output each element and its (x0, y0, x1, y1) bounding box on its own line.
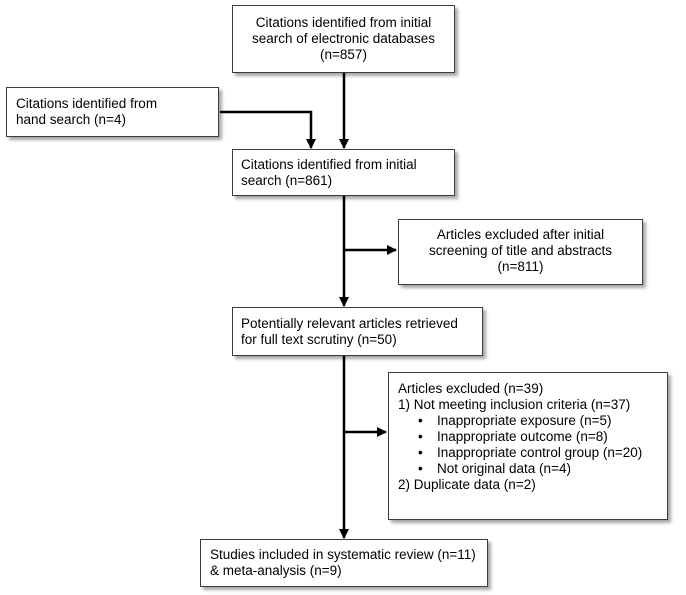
hand-search-box: Citations identified from hand search (n… (6, 87, 219, 137)
initial-search-line-1: Citations identified from initial (241, 157, 417, 172)
hand-search-line-1: Citations identified from (16, 96, 158, 111)
included-studies-box: Studies included in systematic review (n… (200, 539, 488, 587)
initial-search-box: Citations identified from initial search… (232, 149, 455, 196)
exclusion-sub-reason: Inappropriate control group (n=20) (398, 445, 667, 461)
database-search-line-1: Citations identified from initial (255, 15, 432, 30)
included-studies-line-1: Studies included in systematic review (n… (210, 547, 476, 562)
initial-search-line-2: search (n=861) (241, 173, 333, 188)
exclusion-sub-reasons: Inappropriate exposure (n=5) Inappropria… (398, 413, 667, 477)
database-search-box: Citations identified from initial search… (232, 5, 455, 73)
exclusion-sub-reason: Inappropriate exposure (n=5) (398, 413, 667, 429)
excluded-screening-box: Articles excluded after initial screenin… (398, 219, 643, 285)
full-text-line-2: for full text scrutiny (n=50) (241, 332, 397, 347)
included-studies-line-2: & meta-analysis (n=9) (210, 563, 342, 578)
exclusion-sub-reason: Not original data (n=4) (398, 461, 667, 477)
arrow-hand-to-initial (220, 110, 316, 149)
exclusion-sub-reason: Inappropriate outcome (n=8) (398, 429, 667, 445)
excluded-screening-count: (n=811) (497, 259, 544, 274)
database-search-count: (n=857) (320, 47, 367, 62)
excluded-full-text-title: Articles excluded (n=39) (398, 381, 544, 396)
exclusion-reason-2: 2) Duplicate data (n=2) (398, 477, 536, 492)
excluded-screening-line-1: Articles excluded after initial (436, 227, 605, 242)
excluded-full-text-box: Articles excluded (n=39) 1) Not meeting … (388, 372, 668, 520)
full-text-box: Potentially relevant articles retrieved … (232, 307, 483, 356)
exclusion-reason-1: 1) Not meeting inclusion criteria (n=37) (398, 397, 631, 412)
excluded-screening-line-2: screening of title and abstracts (428, 243, 613, 258)
hand-search-line-2: hand search (n=4) (16, 112, 126, 127)
full-text-line-1: Potentially relevant articles retrieved (241, 316, 458, 331)
database-search-line-2: search of electronic databases (251, 31, 436, 46)
